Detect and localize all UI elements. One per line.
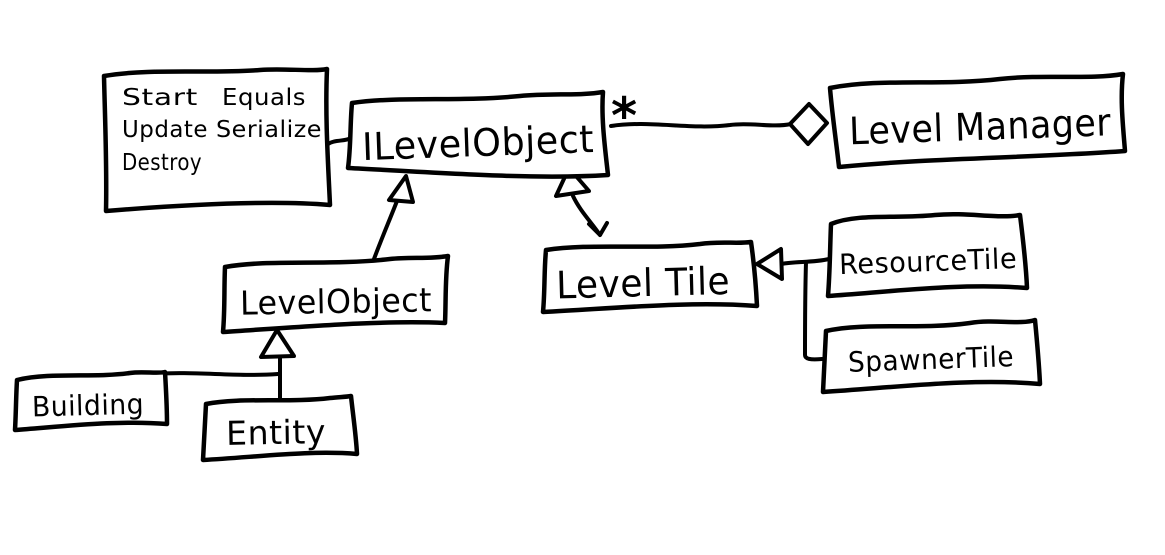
tile-branch-line <box>803 260 824 362</box>
leveltile-label: Level Tile <box>556 259 731 308</box>
resourcetile-box <box>825 211 1030 299</box>
inheritance-triangle-icon <box>259 328 296 359</box>
note-method-start: Start <box>122 85 198 111</box>
inheritance-triangle-icon <box>387 174 415 204</box>
building-box <box>12 369 170 433</box>
spawnertile-box <box>820 317 1043 395</box>
levelmanager-label: Level Manager <box>848 100 1111 153</box>
note-method-destroy: Destroy <box>122 150 202 176</box>
realization-edge-leveltile <box>554 166 609 237</box>
building-horizontal-line <box>151 371 280 377</box>
building-label: Building <box>32 388 145 424</box>
levelmanager-box <box>827 71 1128 170</box>
note-method-equals: Equals <box>222 85 306 111</box>
aggregation-diamond-icon <box>788 102 829 146</box>
inheritance-triangle-icon <box>554 166 591 198</box>
levelobject-box <box>220 253 451 335</box>
ilevelobject-label: ILevelObject <box>361 117 594 169</box>
spawnertile-label: SpawnerTile <box>848 340 1015 379</box>
leveltile-box <box>540 239 760 315</box>
aggregation-edge <box>609 102 829 146</box>
inheritance-edge-building-entity <box>151 328 296 400</box>
multiplicity-star: * <box>611 87 638 145</box>
entity-label: Entity <box>226 412 327 453</box>
realization-edge-levelobject <box>372 174 415 261</box>
levelobject-label: LevelObject <box>240 280 433 322</box>
note-method-serialize: Serialize <box>216 117 322 143</box>
ilevelobject-box <box>345 89 611 179</box>
aggregation-line <box>609 122 793 129</box>
realization-line-levelobject <box>372 199 399 261</box>
inheritance-edge-tiles <box>755 247 831 362</box>
inheritance-triangle-icon <box>755 247 784 281</box>
resourcetile-label: ResourceTile <box>839 242 1018 281</box>
methods-note-box <box>101 66 333 214</box>
methods-note-text: Start Update Destroy Equals Serialize <box>122 85 322 176</box>
entity-box <box>200 393 360 463</box>
small-arrowhead-icon <box>587 221 609 237</box>
note-method-update: Update <box>122 117 208 143</box>
note-connector-line <box>326 136 353 146</box>
